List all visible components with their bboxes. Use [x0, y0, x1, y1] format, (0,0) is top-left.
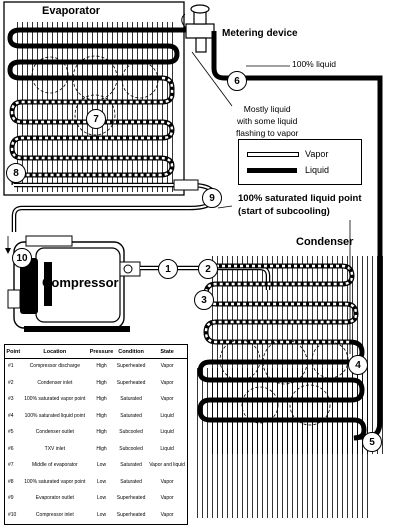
- evaporator-fins: [14, 22, 176, 192]
- evaporator-coil-liquid: [7, 27, 191, 81]
- metering-device-label: Metering device: [222, 28, 298, 39]
- col-header-state: State: [147, 344, 188, 359]
- condenser-fins-lower: [195, 368, 370, 518]
- vapor-swatch: [247, 152, 299, 157]
- point-marker-4: 4: [348, 355, 368, 375]
- legend-vapor: Vapor: [247, 149, 357, 161]
- col-header-location: Location: [21, 344, 89, 359]
- point-marker-6: 6: [227, 71, 247, 91]
- evaporator-fan-circles: [31, 55, 159, 136]
- col-header-point: Point: [4, 344, 22, 359]
- condenser-coil-vapor-inner: [204, 264, 358, 344]
- condenser-title: Condenser: [296, 236, 354, 248]
- point-marker-10: 10: [12, 248, 32, 268]
- condenser-fan-circles: [219, 339, 349, 426]
- point-marker-7: 7: [86, 109, 106, 129]
- sensing-bulb: [173, 179, 199, 191]
- point-marker-2: 2: [198, 259, 218, 279]
- saturated-liquid-point-label: 100% saturated liquid point (start of su…: [238, 193, 362, 217]
- point-marker-8: 8: [6, 163, 26, 183]
- liquid-swatch: [247, 168, 297, 173]
- evaporator-coil-vapor-inner: [10, 76, 174, 185]
- col-header-condition: Condition: [114, 344, 148, 359]
- liquid-100-label: 100% liquid: [292, 59, 336, 69]
- table-header-row: Point Location Pressure Condition State: [4, 344, 188, 359]
- col-header-pressure: Pressure: [88, 344, 115, 359]
- state-point-table: Point Location Pressure Condition State …: [4, 344, 188, 525]
- metering-device: [181, 4, 215, 53]
- point-marker-1: 1: [158, 259, 178, 279]
- evaporator-title: Evaporator: [42, 5, 101, 17]
- mostly-liquid-label: Mostly liquid with some liquid flashing …: [236, 104, 299, 138]
- point-marker-5: 5: [362, 432, 382, 452]
- legend: Vapor Liquid: [238, 139, 362, 185]
- legend-liquid: Liquid: [247, 165, 357, 177]
- point-marker-9: 9: [202, 188, 222, 208]
- compressor: [7, 235, 141, 332]
- compressor-label: Compressor: [42, 275, 119, 290]
- point-marker-3: 3: [194, 290, 214, 310]
